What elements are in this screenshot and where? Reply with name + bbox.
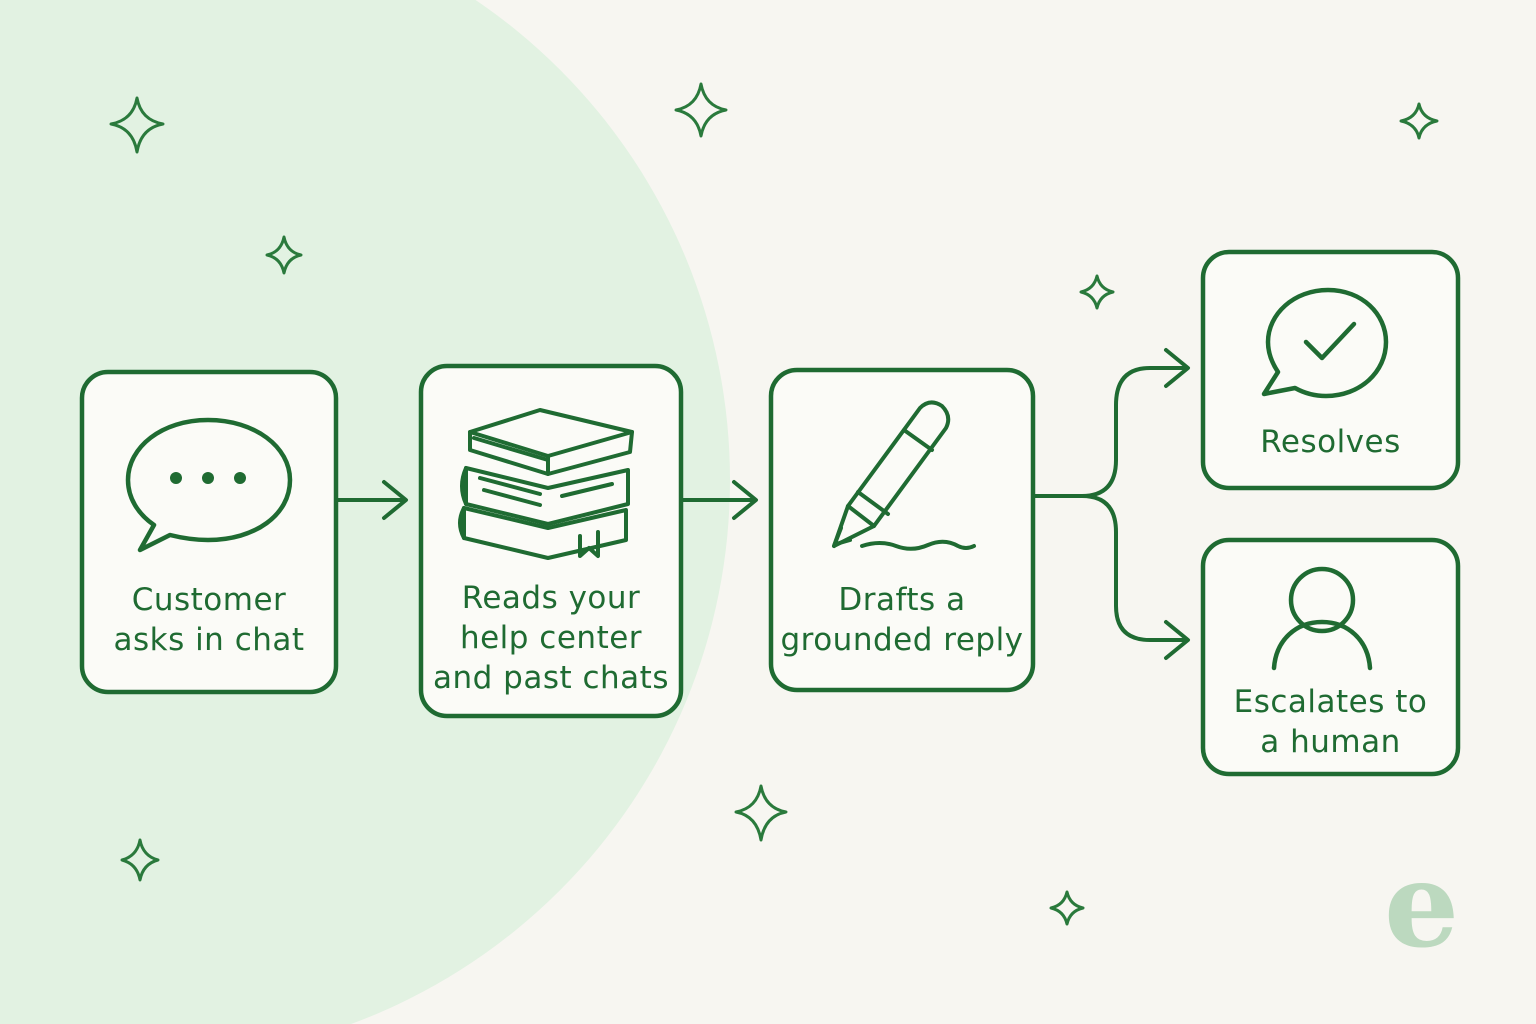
connectors: [336, 348, 1190, 660]
node-label-line: and past chats: [432, 660, 669, 696]
sparkle-icon: [674, 82, 728, 138]
sparkle-icon: [1049, 890, 1085, 926]
background-highlight-circle: [0, 0, 730, 1024]
node-label-line: Resolves: [1260, 424, 1401, 460]
node-label-line: Customer: [131, 582, 287, 618]
node-box-customer-asks: [79, 369, 339, 695]
brand-logo: e: [1384, 835, 1460, 974]
node-label-line: Escalates to: [1233, 684, 1428, 720]
node-label-customer-asks: Customer asks in chat: [82, 580, 336, 660]
node-label-escalates: Escalates to a human: [1203, 682, 1458, 762]
stack-of-books-icon: [458, 408, 634, 560]
node-box-escalates: [1200, 537, 1461, 777]
node-label-line: Reads your: [461, 580, 641, 616]
node-label-resolves: Resolves: [1203, 422, 1458, 462]
node-box-resolves: [1200, 249, 1461, 491]
chat-checkmark-icon: [1261, 287, 1389, 399]
node-label-line: grounded reply: [780, 622, 1024, 658]
sparkle-icon: [734, 784, 788, 842]
sparkle-icon: [265, 235, 303, 275]
speech-bubble-ellipsis-icon: [125, 417, 293, 553]
sparkle-icon: [1079, 274, 1115, 310]
node-label-line: a human: [1260, 724, 1401, 760]
person-icon: [1271, 566, 1373, 671]
sparkle-icon: [109, 96, 165, 154]
arrow-drafts-to-resolves: [1032, 348, 1190, 498]
node-label-line: asks in chat: [113, 622, 305, 658]
node-label-line: help center: [459, 620, 643, 656]
node-box-drafts-reply: [768, 367, 1036, 693]
arrow-customer-to-reads: [336, 480, 408, 520]
arrow-drafts-to-escalates: [1080, 494, 1190, 660]
sparkle-icon: [120, 838, 160, 882]
pencil-writing-icon: [832, 400, 976, 551]
node-label-drafts-reply: Drafts a grounded reply: [771, 580, 1033, 660]
sparkle-icon: [1399, 102, 1439, 140]
arrow-reads-to-drafts: [680, 480, 758, 520]
node-label-line: Drafts a: [838, 582, 966, 618]
node-boxes: [79, 249, 1461, 777]
sparkles-group: [109, 82, 1439, 926]
node-label-reads-help-center: Reads your help center and past chats: [421, 578, 681, 698]
